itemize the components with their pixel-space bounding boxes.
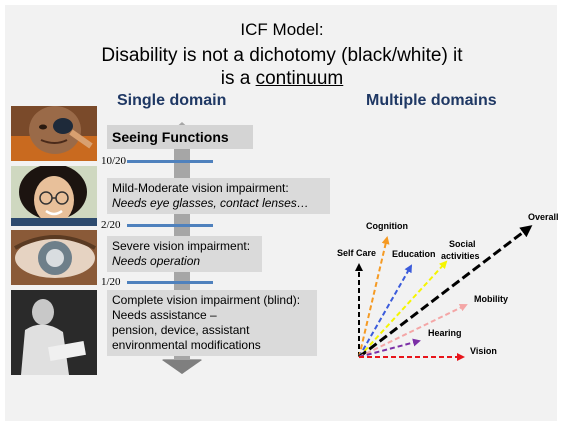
complete-title: Complete vision impairment (blind): [112,293,301,307]
title-line-3-prefix: is a [220,68,256,89]
multiple-domains-heading: Multiple domains [366,92,497,109]
complete-impairment-box: Complete vision impairment (blind): Need… [107,290,317,356]
continuum-text: continuum [255,68,344,89]
domain-arrows-diagram: Self Care Cognition Education Social act… [337,212,559,361]
self-care-label: Self Care [337,248,376,258]
photo-eye-cataract [11,230,97,285]
hearing-arrow [358,338,421,358]
level-line-1-20 [127,281,213,284]
severe-title: Severe vision impairment: [112,239,251,253]
hearing-label: Hearing [428,328,462,338]
seeing-functions-label: Seeing Functions [107,125,253,149]
social-label-line-2: activities [441,251,480,261]
title-line-1: ICF Model: [240,20,324,39]
education-label: Education [392,249,436,259]
complete-line-1: Needs assistance – [112,308,217,322]
education-arrow [358,264,412,358]
vision-label: Vision [470,346,497,356]
title-line-2: Disability is not a dichotomy (black/whi… [101,45,463,66]
severe-box: Severe vision impairment: Needs operatio… [107,236,262,272]
level-label-1-20: 1/20 [101,276,121,288]
social-label-line-1: Social [449,239,476,249]
single-domain-heading: Single domain [117,92,227,109]
social-activities-arrow [358,260,448,358]
photo-blind-man-reading [11,290,97,375]
level-label-2-20: 2/20 [101,219,121,231]
mobility-label: Mobility [474,294,508,304]
level-line-2-20 [127,224,213,227]
title-line-3: is a continuum [0,68,564,90]
level-label-10-20: 10/20 [101,155,127,167]
complete-line-3: environmental modifications [112,338,261,352]
cognition-label: Cognition [366,221,408,231]
photo-woman-glasses [11,166,97,226]
mobility-arrow [358,304,468,358]
photo-man-eye-cover [11,106,97,161]
mild-moderate-box: Mild-Moderate vision impairment: Needs e… [107,178,330,214]
level-line-10-20 [127,160,213,163]
complete-line-2: pension, device, assistant [112,323,250,337]
overall-label: Overall [528,212,559,222]
mild-moderate-detail: Needs eye glasses, contact lenses… [112,196,309,210]
overall-arrow [358,225,533,359]
mild-moderate-title: Mild-Moderate vision impairment: [112,181,289,195]
severe-detail: Needs operation [112,254,201,268]
cognition-arrow [358,236,390,358]
